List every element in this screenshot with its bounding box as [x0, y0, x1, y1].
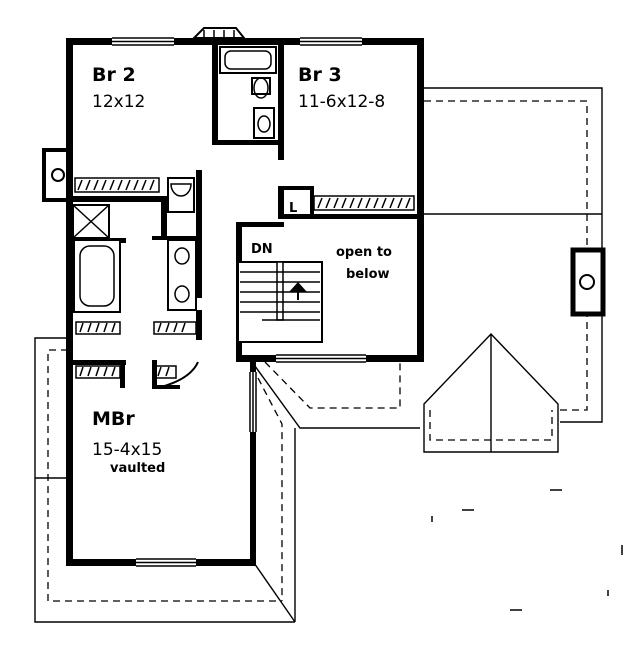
chimney-right: [570, 247, 606, 317]
room-size-br3: 11-6x12-8: [298, 92, 385, 112]
room-name-br3: Br 3: [298, 64, 342, 86]
room-note-mbr: vaulted: [110, 461, 165, 476]
dormer-gable: [423, 332, 559, 453]
linen-closet-label: L: [289, 201, 297, 216]
bath-door-swing: [156, 361, 199, 389]
master-shower: [72, 204, 110, 239]
stair-arrow-icon: [289, 282, 307, 292]
closet-rods: [74, 177, 415, 379]
room-name-mbr: MBr: [92, 408, 135, 430]
window-top-dormer: [191, 27, 247, 39]
room-size-br2: 12x12: [92, 92, 145, 112]
stair-direction-label: DN: [251, 242, 273, 257]
window-mbr-side: [249, 372, 257, 432]
windows: [112, 27, 366, 567]
room-name-br2: Br 2: [92, 64, 136, 86]
window-mbr: [136, 558, 196, 567]
roof-outline-porch: [251, 361, 420, 623]
hall-toilet: [251, 77, 271, 99]
roof-outline-left: [34, 337, 295, 623]
chimney-left: [42, 148, 72, 202]
master-toilet: [167, 177, 195, 213]
open-to-below-line1: open to: [336, 245, 392, 260]
misc-marks: [431, 489, 623, 611]
master-vanity: [167, 239, 197, 311]
bath-fixtures: [72, 46, 277, 389]
window-br2: [112, 37, 174, 46]
window-open-area: [276, 354, 366, 363]
hall-bathtub: [219, 46, 277, 74]
stairs: [237, 261, 323, 343]
hall-sink: [253, 107, 275, 139]
window-br3: [300, 37, 362, 46]
open-to-below-line2: below: [346, 267, 390, 282]
room-size-mbr: 15-4x15: [92, 440, 162, 460]
master-tub: [73, 239, 121, 313]
